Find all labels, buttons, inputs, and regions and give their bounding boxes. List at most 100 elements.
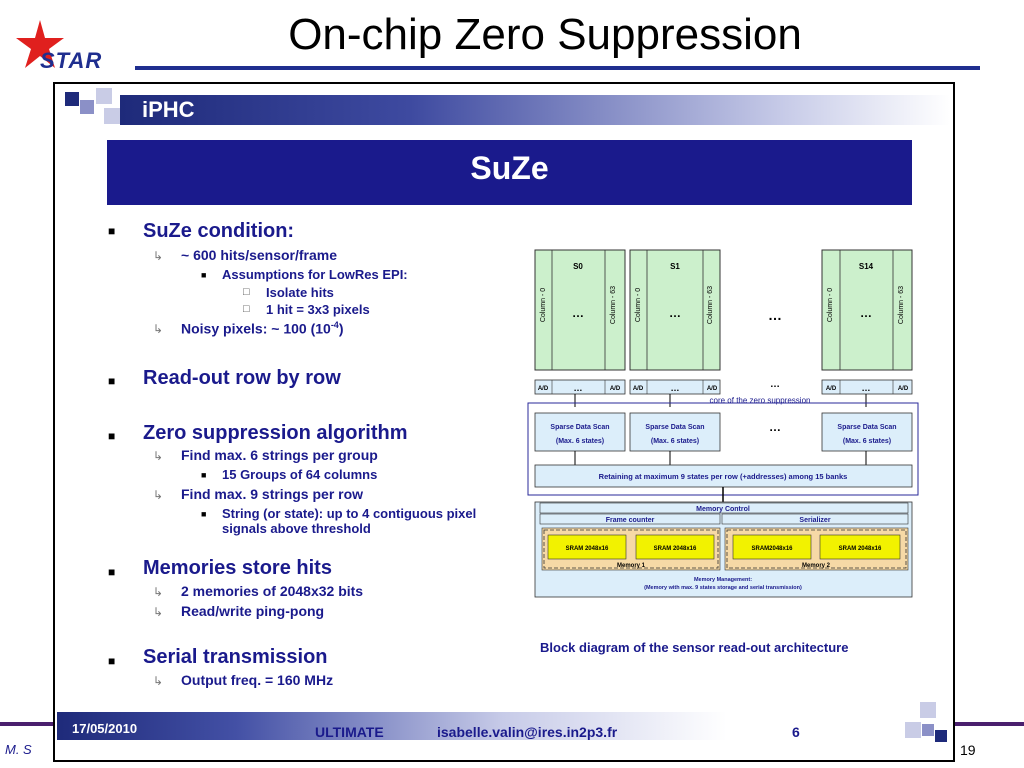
- column-first-label: Column - 0: [635, 288, 642, 322]
- sram-label: SRAM 2048x16: [654, 546, 697, 552]
- slide-title: On-chip Zero Suppression: [288, 10, 802, 59]
- decor-square: [96, 88, 112, 104]
- arrow-bullet-icon: ↳: [153, 585, 164, 599]
- sub-ping-pong: Read/write ping-pong: [181, 603, 325, 619]
- frame-counter-label: Frame counter: [606, 517, 655, 524]
- sram-label: SRAM 2048x16: [839, 546, 882, 552]
- bullet-suze-condition: SuZe condition:: [143, 220, 295, 242]
- sds-label: Sparse Data Scan: [645, 424, 704, 431]
- title-rule: [135, 66, 980, 70]
- sds-max-label: (Max. 6 states): [843, 438, 891, 445]
- bullet-marker: ■: [108, 654, 116, 668]
- small-square-bullet: ■: [201, 509, 207, 519]
- footer-project: ULTIMATE: [315, 724, 384, 740]
- sub-output-freq: Output freq. = 160 MHz: [181, 672, 334, 688]
- ad-label: A/D: [538, 386, 549, 392]
- bullet-marker: ■: [108, 374, 116, 388]
- star-logo-text: STAR: [40, 48, 103, 73]
- arrow-bullet-icon: ↳: [153, 449, 164, 463]
- decor-square: [65, 92, 79, 106]
- dots-label: …: [769, 420, 781, 434]
- star-icon: [16, 20, 64, 68]
- sub-isolate-hits: Isolate hits: [266, 285, 334, 300]
- sub-max-9-strings: Find max. 9 strings per row: [181, 486, 364, 502]
- sds-max-label: (Max. 6 states): [556, 438, 604, 445]
- column-first-label: Column - 0: [827, 288, 834, 322]
- footer-email: isabelle.valin@ires.in2p3.fr: [437, 724, 618, 740]
- column-first-label: Column - 0: [540, 288, 547, 322]
- diagram-caption: Block diagram of the sensor read-out arc…: [540, 640, 849, 655]
- column-last-label: Column - 63: [610, 286, 617, 324]
- sensor-label: S0: [573, 262, 583, 271]
- readout-block-diagram: S0 Column - 0 Column - 63 … S1 Column - …: [527, 249, 919, 598]
- sds-label: Sparse Data Scan: [550, 424, 609, 431]
- bullet-zero-suppression: Zero suppression algorithm: [143, 422, 408, 444]
- arrow-bullet-icon: ↳: [153, 249, 164, 263]
- column-last-label: Column - 63: [707, 286, 714, 324]
- sensor-label: S14: [859, 262, 874, 271]
- sub-2-memories: 2 memories of 2048x32 bits: [181, 583, 364, 599]
- arrow-bullet-icon: ↳: [153, 488, 164, 502]
- sensor-label: S1: [670, 262, 680, 271]
- arrow-bullet-icon: ↳: [153, 322, 164, 336]
- right-accent-line: [955, 722, 1024, 726]
- hollow-square-bullet: □: [243, 303, 250, 315]
- decor-square: [935, 730, 947, 742]
- sub-hit-pixels: 1 hit = 3x3 pixels: [266, 302, 370, 317]
- suze-title: SuZe: [470, 150, 549, 186]
- serializer-label: Serializer: [799, 517, 830, 524]
- dots-label: …: [572, 306, 584, 320]
- hollow-square-bullet: □: [243, 286, 250, 298]
- retaining-label: Retaining at maximum 9 states per row (+…: [599, 472, 848, 481]
- dots-label: …: [862, 383, 871, 393]
- decor-square: [104, 108, 120, 124]
- sparse-data-scan-blocks: Sparse Data Scan (Max. 6 states) Sparse …: [534, 412, 913, 452]
- ad-label: A/D: [707, 386, 718, 392]
- sub-noisy-pixels: Noisy pixels: ~ 100 (10-4): [181, 320, 344, 337]
- sensor-group-s1: S1 Column - 0 Column - 63 …: [629, 249, 721, 371]
- sds-max-label: (Max. 6 states): [651, 438, 699, 445]
- sub-max-6-strings: Find max. 6 strings per group: [181, 447, 378, 463]
- iphc-label: iPHC: [142, 97, 195, 122]
- bullet-memories: Memories store hits: [143, 557, 332, 579]
- column-last-label: Column - 63: [898, 286, 905, 324]
- slide-page-number: 19: [960, 742, 976, 758]
- sub-string-def-1: String (or state): up to 4 contiguous pi…: [222, 506, 477, 521]
- dots-label: …: [770, 379, 780, 390]
- sram-label: SRAM 2048x16: [566, 546, 609, 552]
- decor-square: [920, 702, 936, 718]
- ad-label: A/D: [898, 386, 909, 392]
- arrow-bullet-icon: ↳: [153, 674, 164, 688]
- memory-1-label: Memory 1: [617, 563, 646, 569]
- dots-label: …: [669, 306, 681, 320]
- author-label: M. S: [5, 742, 32, 757]
- ad-label: A/D: [610, 386, 621, 392]
- arrow-bullet-icon: ↳: [153, 605, 164, 619]
- sensor-group-s0: S0 Column - 0 Column - 63 …: [534, 249, 626, 371]
- sub-hits-per-frame: ~ 600 hits/sensor/frame: [181, 247, 338, 263]
- dots-label: …: [574, 383, 583, 393]
- ad-label: A/D: [826, 386, 837, 392]
- decor-square: [905, 722, 921, 738]
- sensor-group-s14: S14 Column - 0 Column - 63 …: [821, 249, 913, 371]
- footer-date: 17/05/2010: [72, 721, 138, 736]
- sub-15-groups: 15 Groups of 64 columns: [222, 467, 378, 482]
- dots-label: …: [768, 307, 782, 323]
- core-zero-suppression-label: core of the zero suppression: [710, 396, 811, 405]
- bullet-readout: Read-out row by row: [143, 367, 341, 389]
- small-square-bullet: ■: [201, 270, 207, 280]
- inner-footer-band: [57, 712, 950, 740]
- bullet-marker: ■: [108, 429, 116, 443]
- suze-banner: [107, 140, 912, 205]
- dots-label: …: [671, 383, 680, 393]
- dots-label: …: [860, 306, 872, 320]
- memory-management-desc: (Memory with max. 9 states storage and s…: [644, 585, 802, 591]
- footer-page-number: 6: [792, 724, 800, 740]
- star-logo: [12, 18, 132, 78]
- memory-control-label: Memory Control: [696, 506, 750, 513]
- small-square-bullet: ■: [201, 470, 207, 480]
- bullet-marker: ■: [108, 224, 116, 238]
- bullet-marker: ■: [108, 565, 116, 579]
- sds-label: Sparse Data Scan: [837, 424, 896, 431]
- bullet-serial: Serial transmission: [143, 646, 328, 668]
